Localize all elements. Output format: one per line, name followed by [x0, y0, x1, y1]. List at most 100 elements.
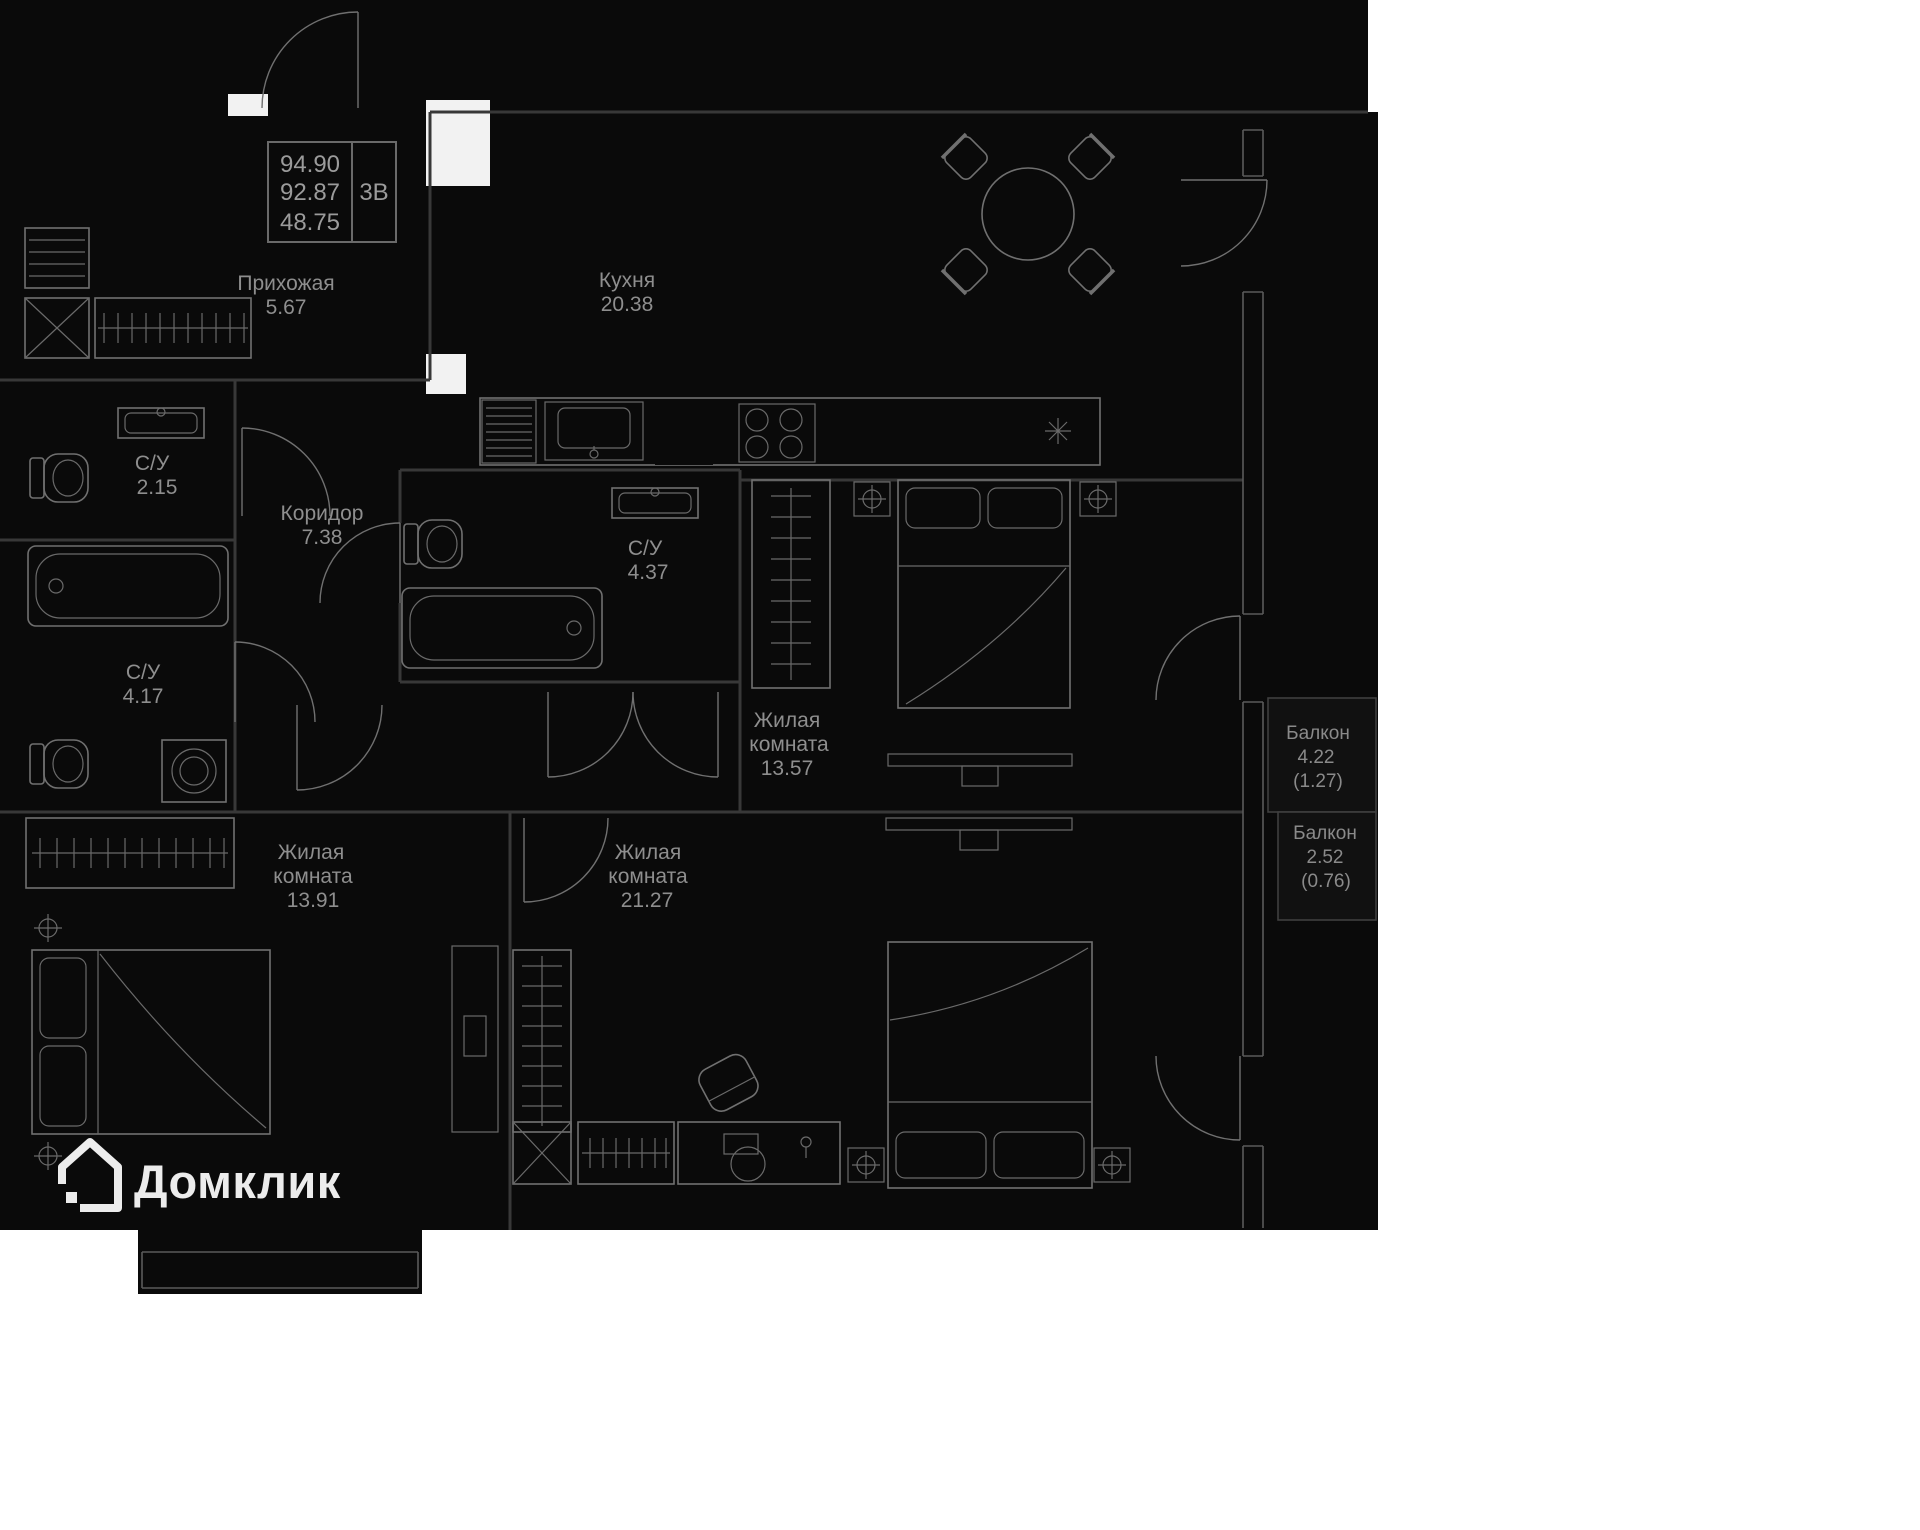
- washing-machine-icon: [161, 739, 227, 803]
- dining-table: [981, 167, 1075, 261]
- door-kitchen-balcony: [1180, 179, 1268, 267]
- wall-cutout: [228, 94, 268, 116]
- label-wc-437: С/У 4.37: [628, 537, 669, 584]
- room-name: Балкон: [1286, 723, 1350, 744]
- room-area: 2.15: [137, 476, 178, 499]
- door-room3-balcony: [1155, 1055, 1241, 1141]
- title-block: 94.90 92.87 48.75 3В: [267, 141, 397, 243]
- door-bathroom-437: [319, 522, 401, 604]
- total-area-value: 94.90: [280, 151, 340, 178]
- room-area: 2.52: [1307, 847, 1344, 868]
- bathroom-417-fixtures: [27, 545, 229, 803]
- room-area: 4.22: [1298, 747, 1335, 768]
- room-name: Жилая: [615, 841, 681, 864]
- kitchen-furniture: [479, 132, 1116, 466]
- room-area: 21.27: [621, 889, 674, 912]
- shoe-cabinet: [24, 297, 90, 359]
- room-area: 4.17: [123, 685, 164, 708]
- bed: [887, 941, 1093, 1189]
- bedroom-2127-furniture: [512, 817, 1131, 1189]
- balcony-1-outline: [1267, 697, 1377, 813]
- bedroom-1391-furniture: [25, 817, 499, 1171]
- title-block-frame: [267, 141, 397, 243]
- label-room-1391: Жилая комната 13.91: [273, 841, 353, 912]
- door-room-1357-right: [632, 691, 719, 778]
- label-kitchen: Кухня 20.38: [599, 269, 655, 316]
- room-area: 5.67: [266, 296, 307, 319]
- coat-rack: [577, 1121, 675, 1185]
- tv-console: [885, 817, 1073, 851]
- room-name: Кухня: [599, 269, 655, 292]
- stove: [738, 403, 816, 463]
- room-name: С/У: [135, 452, 170, 475]
- bottom-bay-window: [141, 1251, 419, 1289]
- room-area: 20.38: [601, 293, 654, 316]
- shaft-cutout: [426, 100, 490, 186]
- room-area: 7.38: [302, 526, 343, 549]
- hallway-furniture: [24, 227, 252, 359]
- hob-symbol: [1045, 418, 1071, 444]
- door-bathroom-417: [234, 641, 316, 723]
- label-balcony-1: Балкон 4.22 (1.27): [1286, 723, 1350, 792]
- window-room3: [1242, 1145, 1264, 1228]
- nightstand: [1079, 481, 1117, 517]
- bed: [31, 949, 271, 1135]
- dining-set: [940, 132, 1116, 296]
- label-hallway: Прихожая 5.67: [237, 272, 334, 319]
- fridge: [481, 399, 537, 464]
- room-area: 13.57: [761, 757, 814, 780]
- area-value: 92.87: [280, 179, 340, 206]
- counter-gap: [655, 412, 713, 465]
- room-area: 13.91: [287, 889, 340, 912]
- label-balcony-2: Балкон 2.52 (0.76): [1293, 823, 1357, 892]
- kitchen-sink: [544, 401, 644, 461]
- tv-unit: [451, 945, 499, 1133]
- nightstand: [853, 481, 891, 517]
- nightstand: [1093, 1147, 1131, 1183]
- door-bedroom-1391: [296, 704, 383, 791]
- room-name: С/У: [126, 661, 161, 684]
- window-kitchen-b: [1242, 291, 1264, 615]
- doors: [234, 11, 1268, 1141]
- bathroom-437-fixtures: [401, 487, 699, 669]
- room-name: комната: [273, 865, 353, 888]
- room-name: Коридор: [281, 502, 364, 525]
- tv-console: [887, 753, 1073, 787]
- bed: [897, 479, 1071, 709]
- bathtub-drain: [566, 620, 582, 636]
- room-name: комната: [608, 865, 688, 888]
- label-room-2127: Жилая комната 21.27: [608, 841, 688, 912]
- door-hallway-corridor: [241, 427, 331, 517]
- room-name: комната: [749, 733, 829, 756]
- door-room-2127: [523, 817, 609, 903]
- label-room-1357: Жилая комната 13.57: [749, 709, 829, 780]
- window-kitchen-a: [1242, 129, 1264, 177]
- interior-walls: [0, 110, 1368, 1230]
- door-room-1357-left: [547, 691, 634, 778]
- balcony-2-outline: [1277, 811, 1377, 921]
- logo: Домклик: [52, 1138, 340, 1214]
- coat-rack: [94, 297, 252, 359]
- bathtub-drain: [48, 578, 64, 594]
- room-name: Жилая: [278, 841, 344, 864]
- door-room1-balcony: [1155, 615, 1241, 701]
- label-corridor: Коридор 7.38: [281, 502, 364, 549]
- house-logo-icon: [52, 1138, 122, 1214]
- desk: [677, 1121, 841, 1185]
- window-room1: [1242, 701, 1264, 1057]
- label-wc-417: С/У 4.17: [123, 661, 164, 708]
- windows-and-balconies: [1242, 129, 1377, 1228]
- label-wc-215: С/У 2.15: [135, 452, 178, 499]
- void-cutouts: [228, 94, 490, 394]
- room-area-reduced: (1.27): [1293, 771, 1343, 792]
- kitchen-counter: [479, 397, 1101, 466]
- unit-type-label: 3В: [359, 179, 388, 206]
- wardrobe: [25, 817, 235, 889]
- room-name: С/У: [628, 537, 663, 560]
- room-name: Жилая: [754, 709, 820, 732]
- duct-cutout: [426, 354, 466, 394]
- room-labels: Прихожая 5.67 Кухня 20.38 С/У 2.15 Корид…: [123, 269, 1357, 912]
- storage-box: [512, 1121, 572, 1185]
